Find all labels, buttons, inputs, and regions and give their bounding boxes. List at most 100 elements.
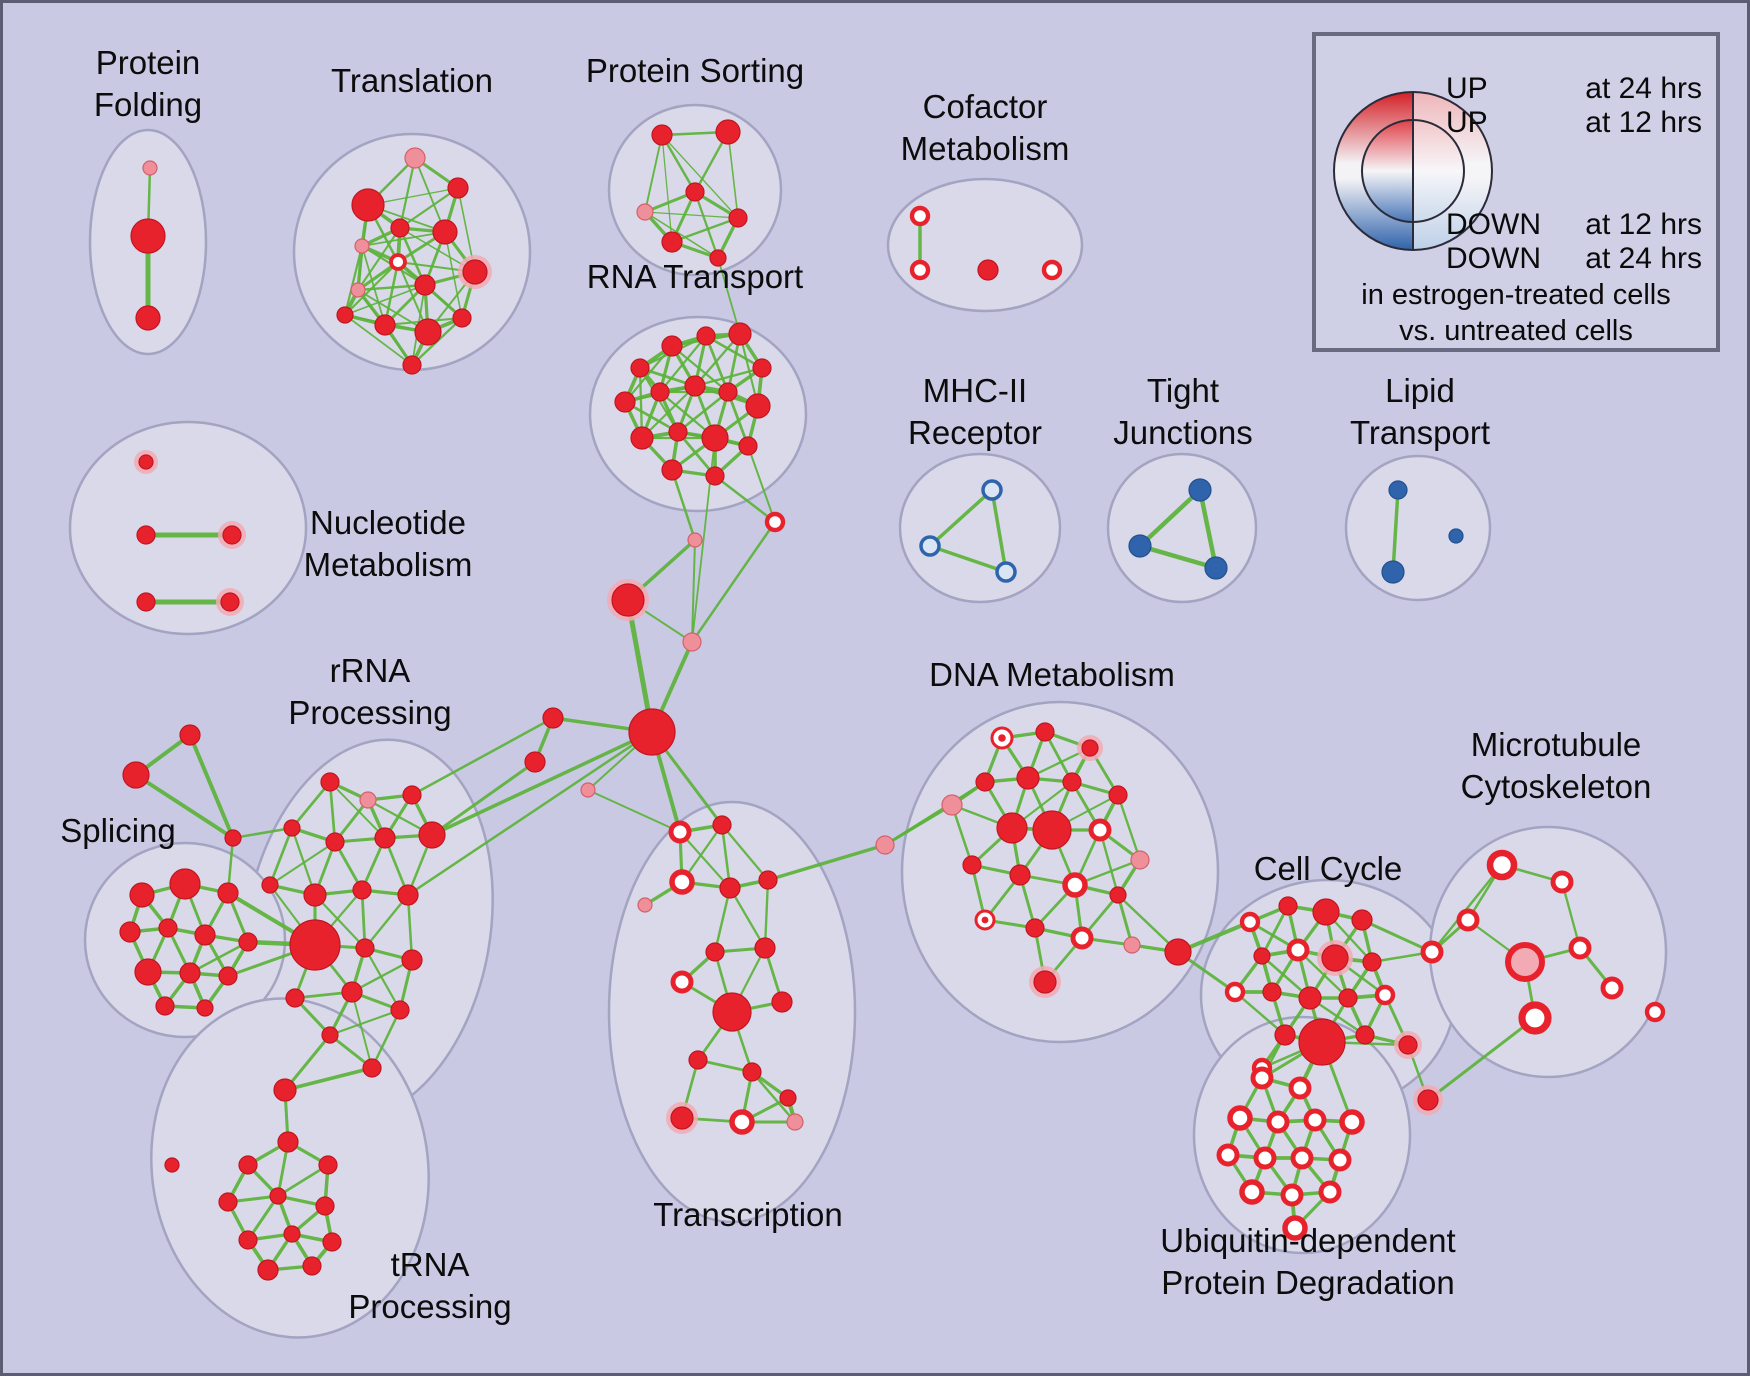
node-red [277, 1131, 299, 1153]
cluster-label: Translation [331, 62, 493, 99]
node-red [738, 436, 758, 456]
edge [406, 730, 654, 897]
cluster-label: Nucleotide [310, 504, 466, 541]
legend-time: at 12 hrs [1585, 208, 1702, 241]
node-red [352, 880, 372, 900]
legend-row-down-12: DOWN at 12 hrs [1446, 208, 1702, 242]
node-red [390, 218, 410, 238]
node-ring [1290, 1146, 1314, 1170]
cluster-label: Cell Cycle [1254, 850, 1403, 887]
node-ring [670, 970, 694, 994]
node-red [414, 274, 436, 296]
legend-caption-line2: vs. untreated cells [1399, 315, 1633, 347]
edge [1116, 893, 1134, 947]
node-pink [1123, 936, 1141, 954]
node-red [179, 962, 201, 984]
node-ring [1303, 1108, 1327, 1132]
node-red [1253, 947, 1271, 965]
node-red [977, 259, 999, 281]
node-red [257, 1259, 279, 1281]
node-blue-ring [995, 561, 1017, 583]
edge [1391, 488, 1400, 574]
node-pink [354, 238, 370, 254]
edge [883, 780, 987, 847]
node-red [1032, 810, 1072, 850]
cluster-cofactor [886, 177, 1084, 313]
node-red [318, 1155, 338, 1175]
node-halo [1413, 1085, 1443, 1115]
edge [276, 1163, 330, 1198]
node-red [322, 1232, 342, 1252]
node-red [661, 459, 683, 481]
edge [727, 131, 739, 219]
edge [766, 843, 887, 882]
node-red [742, 1062, 762, 1082]
node-red [1035, 722, 1055, 742]
edge [713, 474, 777, 524]
edge [361, 231, 446, 247]
node-red [1009, 864, 1031, 886]
node-ring [1280, 1183, 1304, 1207]
cluster-label: DNA Metabolism [929, 656, 1175, 693]
edge [990, 488, 1008, 574]
node-red [283, 819, 301, 837]
edge [623, 344, 674, 404]
edge [444, 231, 463, 319]
node-ring [1239, 1179, 1265, 1205]
edge [691, 539, 696, 643]
edge [670, 216, 740, 244]
cluster-label: Transport [1350, 414, 1490, 451]
node-ring [1328, 1148, 1352, 1172]
node-red [1298, 986, 1322, 1010]
edge [363, 946, 402, 1012]
cluster-label: Receptor [908, 414, 1042, 451]
edge [750, 1070, 797, 1124]
edge [398, 156, 417, 230]
node-bullseye [990, 726, 1014, 750]
node-red [1062, 772, 1082, 792]
edge [344, 284, 426, 316]
edge [1137, 487, 1203, 549]
edge [360, 888, 367, 950]
node-red [218, 966, 238, 986]
node-red [752, 358, 772, 378]
edge [1426, 1016, 1537, 1102]
cluster-label: Junctions [1113, 414, 1252, 451]
edge [357, 289, 429, 333]
node-red [754, 937, 776, 959]
node-red [238, 932, 258, 952]
legend-time: at 24 hrs [1585, 242, 1702, 275]
node-red [273, 1078, 297, 1102]
edge [350, 958, 414, 994]
node-red [155, 996, 175, 1016]
node-red [402, 355, 422, 375]
node-red [542, 707, 564, 729]
cluster-label: Cofactor [923, 88, 1048, 125]
node-blue-ring [981, 479, 1003, 501]
node-ring [1088, 818, 1112, 842]
node-red [712, 992, 752, 1032]
cluster-label: Lipid [1385, 372, 1455, 409]
edge [290, 780, 332, 830]
edge [644, 211, 719, 259]
node-red [685, 182, 705, 202]
node-pink [142, 160, 158, 176]
node-red [447, 177, 469, 199]
edge [678, 830, 732, 890]
node-red [705, 942, 725, 962]
nodes [119, 119, 1666, 1281]
node-red [390, 1000, 410, 1020]
node-ring [669, 869, 695, 895]
node-ring [1266, 1110, 1290, 1134]
node-red [1016, 766, 1040, 790]
node-red [1164, 938, 1192, 966]
node-pink [875, 835, 895, 855]
edge [361, 245, 386, 326]
node-red [119, 921, 141, 943]
node-red [397, 884, 419, 906]
node-red [1355, 1025, 1375, 1045]
edge [134, 773, 235, 840]
edge [290, 826, 317, 897]
legend-row-up-12: UP at 12 hrs [1446, 106, 1702, 140]
node-red [715, 119, 741, 145]
